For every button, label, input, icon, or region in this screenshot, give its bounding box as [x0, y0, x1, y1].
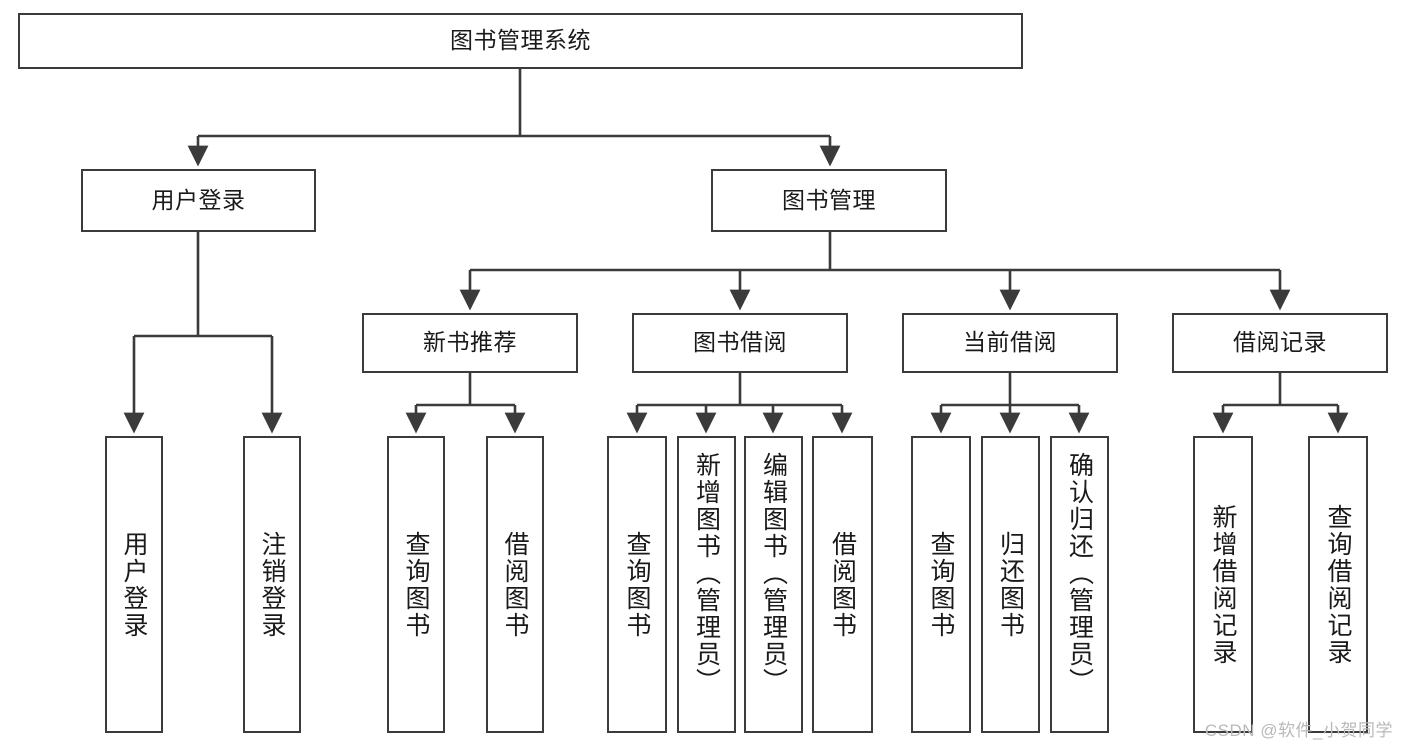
node-leaf-return-book[interactable]: 归还图书 [981, 436, 1040, 733]
node-leaf-query-book-3[interactable]: 查询图书 [911, 436, 971, 733]
node-leaf-add-book-label: 新增图书（管理员） [692, 452, 721, 695]
node-leaf-query-book-2-label: 查询图书 [623, 530, 651, 639]
node-leaf-add-record-label: 新增借阅记录 [1209, 503, 1237, 666]
node-leaf-borrow-book-2[interactable]: 借阅图书 [812, 436, 873, 733]
node-user-login-label: 用户登录 [151, 186, 246, 213]
node-leaf-edit-book[interactable]: 编辑图书（管理员） [744, 436, 803, 733]
node-leaf-add-record[interactable]: 新增借阅记录 [1193, 436, 1253, 733]
node-book-manage-label: 图书管理 [782, 186, 876, 213]
node-leaf-borrow-book-2-label: 借阅图书 [828, 530, 857, 639]
node-leaf-user-logout[interactable]: 注销登录 [243, 436, 301, 733]
node-leaf-query-record-label: 查询借阅记录 [1324, 503, 1352, 666]
node-leaf-borrow-book-1-label: 借阅图书 [501, 530, 529, 639]
node-leaf-return-book-label: 归还图书 [996, 530, 1025, 639]
node-leaf-query-book-1-label: 查询图书 [402, 530, 430, 639]
node-book-borrow[interactable]: 图书借阅 [632, 313, 848, 373]
node-leaf-add-book[interactable]: 新增图书（管理员） [677, 436, 736, 733]
node-book-manage[interactable]: 图书管理 [711, 169, 947, 232]
node-current-borrow-label: 当前借阅 [963, 329, 1057, 356]
node-leaf-query-book-2[interactable]: 查询图书 [607, 436, 667, 733]
node-root[interactable]: 图书管理系统 [18, 13, 1023, 69]
node-book-borrow-label: 图书借阅 [693, 329, 787, 356]
node-leaf-edit-book-label: 编辑图书（管理员） [759, 452, 788, 695]
node-leaf-user-logout-label: 注销登录 [258, 530, 286, 639]
node-leaf-user-login-label: 用户登录 [120, 530, 148, 639]
node-leaf-borrow-book-1[interactable]: 借阅图书 [486, 436, 544, 733]
node-leaf-query-book-1[interactable]: 查询图书 [387, 436, 445, 733]
node-leaf-user-login[interactable]: 用户登录 [105, 436, 163, 733]
node-current-borrow[interactable]: 当前借阅 [902, 313, 1118, 373]
node-leaf-confirm-return-label: 确认归还（管理员） [1065, 452, 1094, 695]
node-leaf-query-record[interactable]: 查询借阅记录 [1308, 436, 1368, 733]
node-borrow-record-label: 借阅记录 [1233, 329, 1327, 356]
node-leaf-query-book-3-label: 查询图书 [927, 530, 955, 639]
node-new-book-recommend[interactable]: 新书推荐 [362, 313, 578, 373]
node-new-book-recommend-label: 新书推荐 [423, 329, 517, 356]
node-borrow-record[interactable]: 借阅记录 [1172, 313, 1388, 373]
node-root-label: 图书管理系统 [450, 27, 591, 54]
csdn-watermark: CSDN @软件_小贺同学 [1204, 721, 1393, 740]
node-user-login[interactable]: 用户登录 [81, 169, 316, 232]
node-leaf-confirm-return[interactable]: 确认归还（管理员） [1050, 436, 1109, 733]
